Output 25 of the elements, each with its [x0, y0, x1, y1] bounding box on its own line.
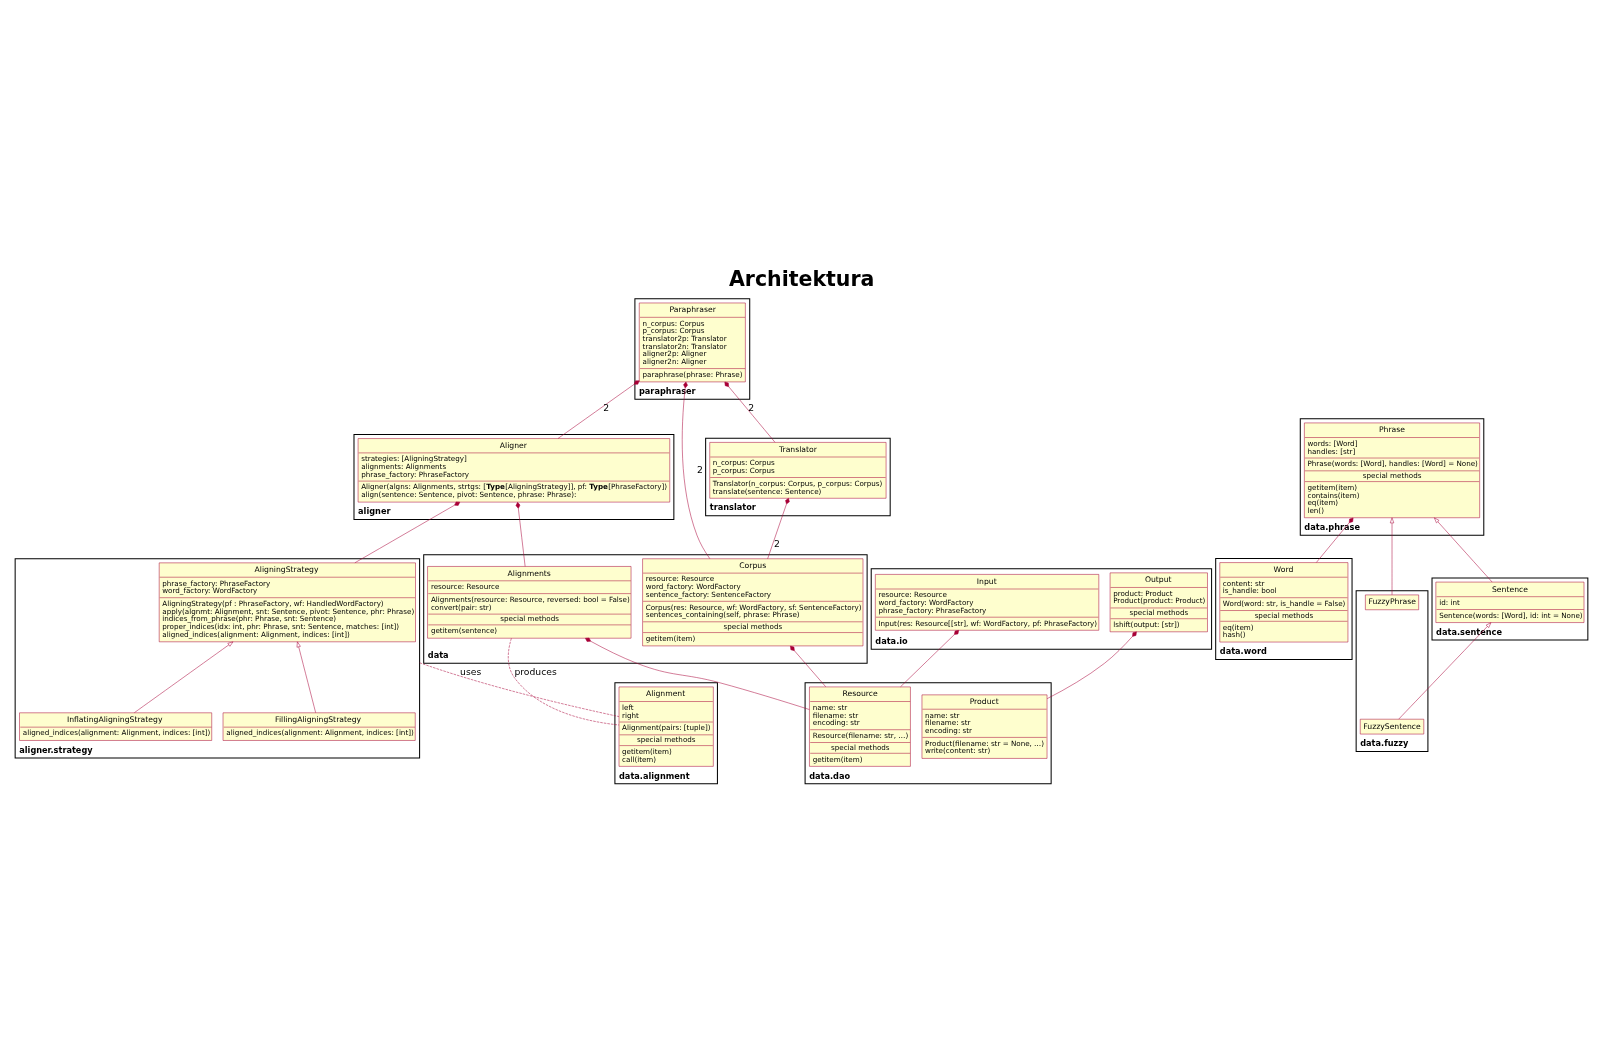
edge-label: 2	[602, 401, 609, 413]
connector	[557, 380, 639, 439]
arrow	[133, 641, 233, 713]
connector	[724, 381, 775, 443]
connector	[418, 662, 619, 717]
edge-label: uses	[459, 665, 481, 677]
edge-label: 2	[747, 401, 754, 413]
edge-label: produces	[513, 665, 557, 677]
arrow	[296, 641, 316, 713]
connector	[681, 381, 710, 559]
diagram-title: Architektura	[728, 267, 874, 292]
edge-label: 2	[696, 463, 703, 475]
arrow	[1389, 517, 1394, 596]
arrow	[1433, 517, 1492, 583]
connector	[354, 501, 460, 564]
connector	[507, 638, 619, 726]
connector	[789, 645, 826, 688]
connector	[1315, 517, 1353, 563]
connector	[1046, 631, 1137, 699]
connector	[766, 498, 790, 559]
connector	[515, 502, 525, 567]
arrow	[1397, 622, 1491, 720]
connector	[899, 630, 959, 688]
edge-label: 2	[773, 537, 780, 549]
connector	[584, 637, 810, 710]
